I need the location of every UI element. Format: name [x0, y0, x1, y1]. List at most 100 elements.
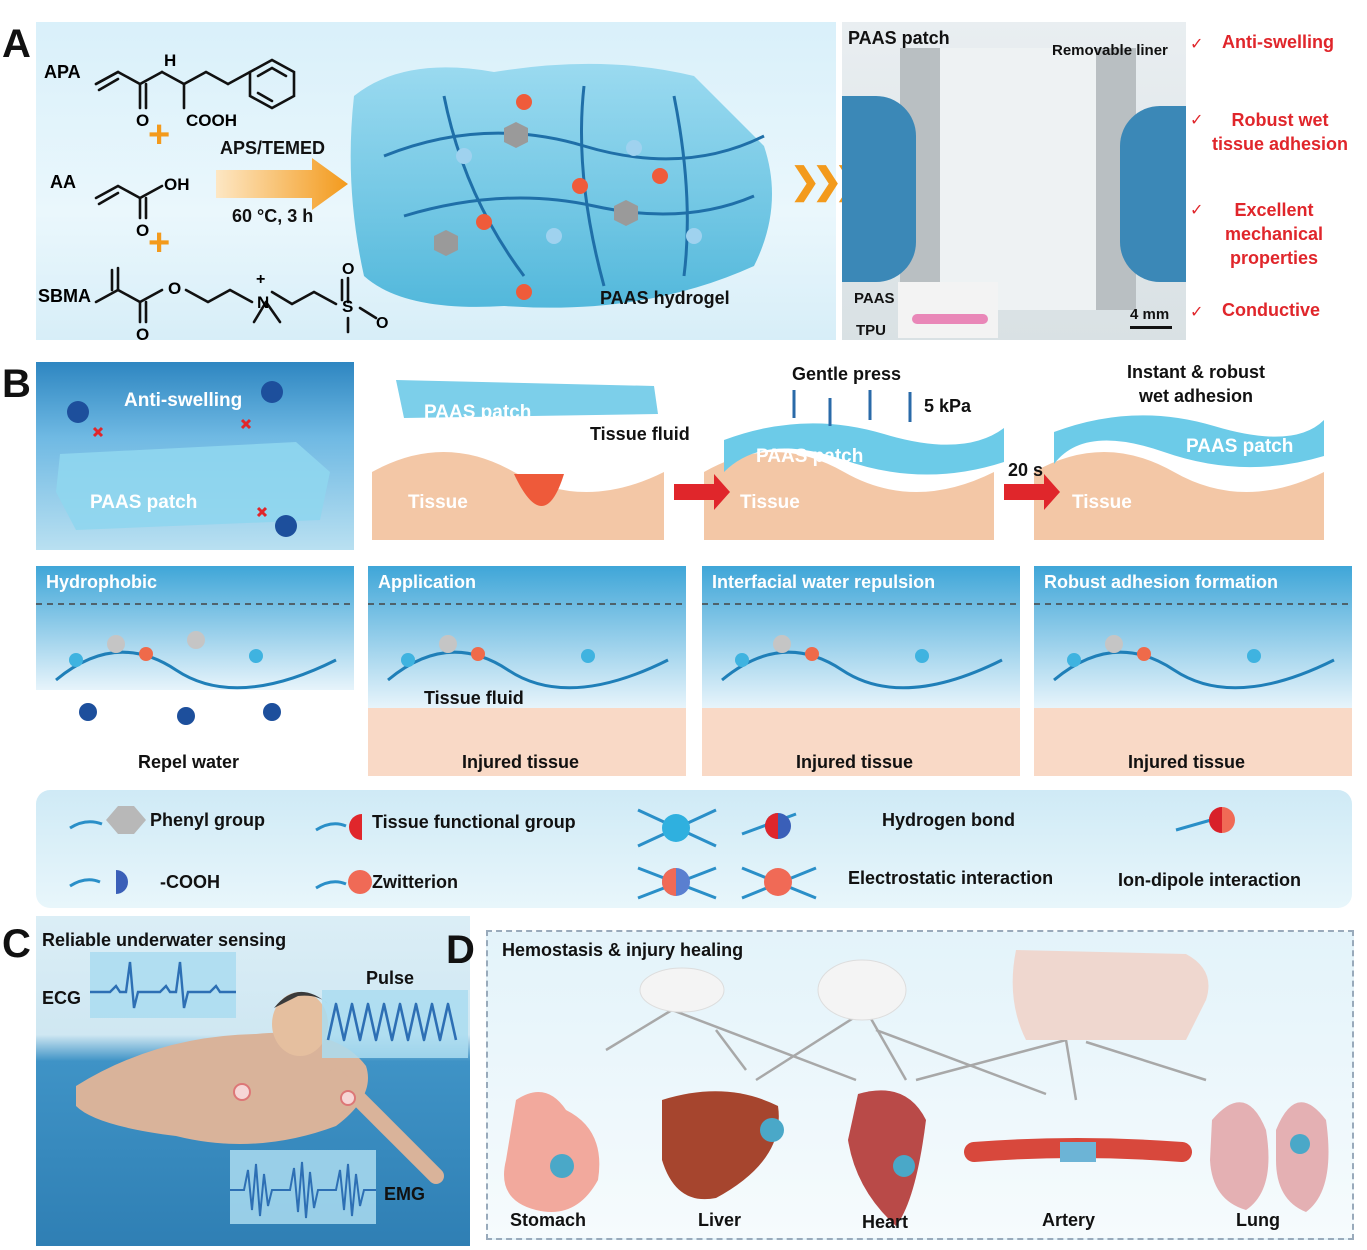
strip-adhesion-formation: Robust adhesion formation Injured tissue	[1034, 566, 1352, 776]
sbma-o1: O	[342, 261, 354, 278]
sbma-plus: +	[256, 271, 265, 288]
strip-title-hydrophobic: Hydrophobic	[46, 572, 157, 592]
panel-c-letter: C	[2, 922, 31, 966]
plus-sign-1: +	[148, 114, 171, 156]
monomer-structures: APA H O COOH AA OH O SBMA O O N + S O O	[38, 51, 388, 340]
glove-right	[1120, 106, 1186, 282]
feature-wet-adhesion: Robust wet tissue adhesion	[1211, 110, 1349, 154]
removable-liner-label: Removable liner	[1052, 42, 1168, 59]
panel-d-letter: D	[446, 928, 475, 972]
organ-liver: Liver	[698, 1210, 742, 1230]
amide-h: H	[164, 51, 176, 70]
underwater-sensing-title: Reliable underwater sensing	[42, 930, 287, 950]
panel-b-letter: B	[2, 362, 31, 406]
feature-check-4: ✓	[1190, 304, 1204, 321]
hydrogel-label: PAAS hydrogel	[600, 288, 730, 308]
strip-hydrophobic: Hydrophobic Repel water	[36, 566, 354, 776]
inset-pink-layer	[912, 314, 988, 324]
inset-photo	[898, 282, 998, 338]
legend-ion-dipole: Ion-dipole interaction	[1118, 870, 1301, 890]
aa-label: AA	[50, 172, 76, 192]
inset-paas-label: PAAS	[854, 290, 895, 307]
anti-swelling-label: Anti-swelling	[124, 390, 243, 411]
hemostasis-title: Hemostasis & injury healing	[502, 940, 744, 960]
inset-tpu-label: TPU	[856, 322, 886, 339]
patch-sheet	[940, 48, 1096, 310]
injured-tissue-label-2: Injured tissue	[796, 752, 914, 772]
feature-check-2: ✓	[1190, 112, 1204, 129]
glove-left	[842, 96, 916, 282]
apa-cooh: COOH	[186, 111, 237, 130]
scale-bar-label: 4 mm	[1130, 306, 1170, 323]
organ-stomach: Stomach	[510, 1210, 587, 1230]
feature-check-1: ✓	[1190, 36, 1204, 53]
b-patch-label-2: PAAS patch	[756, 446, 864, 467]
strip-fluid-label: Tissue fluid	[424, 688, 524, 708]
tissue-label-1: Tissue	[408, 492, 468, 513]
sbma-nitrogen: N	[257, 293, 269, 312]
tissue-label-3: Tissue	[1072, 492, 1132, 513]
strip-title-adhesion-formation: Robust adhesion formation	[1044, 572, 1278, 592]
animal-organ-illustration	[504, 950, 1329, 1226]
underwater-patch	[56, 381, 330, 537]
swimmer-illustration	[76, 991, 444, 1184]
underwater-patch-label: PAAS patch	[90, 492, 198, 513]
adhesion-process-illustration	[372, 380, 1324, 540]
ecg-waveform	[90, 961, 236, 1009]
instant-adhesion-label: Instant & robust wet adhesion	[1127, 362, 1265, 406]
organ-artery: Artery	[1042, 1210, 1096, 1230]
strip-application: Application Tissue fluid Injured tissue	[368, 566, 686, 776]
pulse-waveform	[326, 1002, 458, 1042]
ecg-panel	[90, 952, 236, 1018]
sbma-oxygen: O	[136, 325, 149, 340]
legend-hbond: Hydrogen bond	[882, 810, 1015, 830]
feature-mechanical: Excellent mechanical properties	[1224, 200, 1324, 268]
sbma-o2: O	[376, 315, 388, 332]
sbma-sulfur: S	[342, 297, 353, 316]
plus-sign-2: +	[148, 222, 171, 264]
organ-heart: Heart	[862, 1212, 909, 1232]
sbma-ester-o: O	[168, 279, 181, 298]
strip-title-water-repulsion: Interfacial water repulsion	[712, 572, 936, 592]
legend-symbols	[69, 806, 1235, 900]
strip-title-application: Application	[378, 572, 476, 592]
scale-bar	[1130, 326, 1172, 329]
emg-label: EMG	[384, 1184, 426, 1204]
legend-cooh: -COOH	[160, 872, 220, 892]
apa-oxygen: O	[136, 111, 149, 130]
patch-title: PAAS patch	[848, 28, 950, 48]
hydrogel-network-illustration	[350, 63, 772, 308]
strip-water-repulsion: Interfacial water repulsion Injured tiss…	[702, 566, 1020, 776]
reaction-condition: 60 °C, 3 h	[232, 206, 314, 226]
legend-phenyl: Phenyl group	[150, 810, 266, 830]
injured-tissue-label-3: Injured tissue	[1128, 752, 1246, 772]
tissue-fluid-label: Tissue fluid	[590, 424, 690, 444]
legend-electrostatic: Electrostatic interaction	[848, 868, 1054, 888]
reaction-initiator: APS/TEMED	[220, 138, 326, 158]
reaction-arrow	[216, 158, 348, 210]
pressure-label: 5 kPa	[924, 396, 972, 416]
feature-conductive: Conductive	[1222, 300, 1321, 320]
emg-waveform	[230, 1161, 376, 1219]
feature-anti-swelling: Anti-swelling	[1222, 32, 1334, 52]
b-patch-label-1: PAAS patch	[424, 402, 532, 423]
ecg-label: ECG	[42, 988, 82, 1008]
panel-d-frame	[486, 930, 1354, 1240]
pulse-label: Pulse	[366, 968, 415, 988]
b-patch-label-3: PAAS patch	[1186, 436, 1294, 457]
panel-a-letter: A	[2, 22, 31, 66]
aa-oxygen: O	[136, 221, 149, 240]
organ-lung: Lung	[1236, 1210, 1280, 1230]
time-label: 20 s	[1008, 460, 1044, 480]
injured-tissue-label-1: Injured tissue	[462, 752, 580, 772]
gentle-press-label: Gentle press	[792, 364, 902, 384]
repel-water-label: Repel water	[138, 752, 240, 772]
legend-zwitterion: Zwitterion	[372, 872, 458, 892]
sbma-label: SBMA	[38, 286, 91, 306]
tissue-label-2: Tissue	[740, 492, 800, 513]
apa-label: APA	[44, 62, 81, 82]
mechanism-network-overlay	[36, 603, 1352, 725]
legend-tissue-group: Tissue functional group	[372, 812, 576, 832]
aa-oh: OH	[164, 175, 190, 194]
feature-check-3: ✓	[1190, 202, 1204, 219]
